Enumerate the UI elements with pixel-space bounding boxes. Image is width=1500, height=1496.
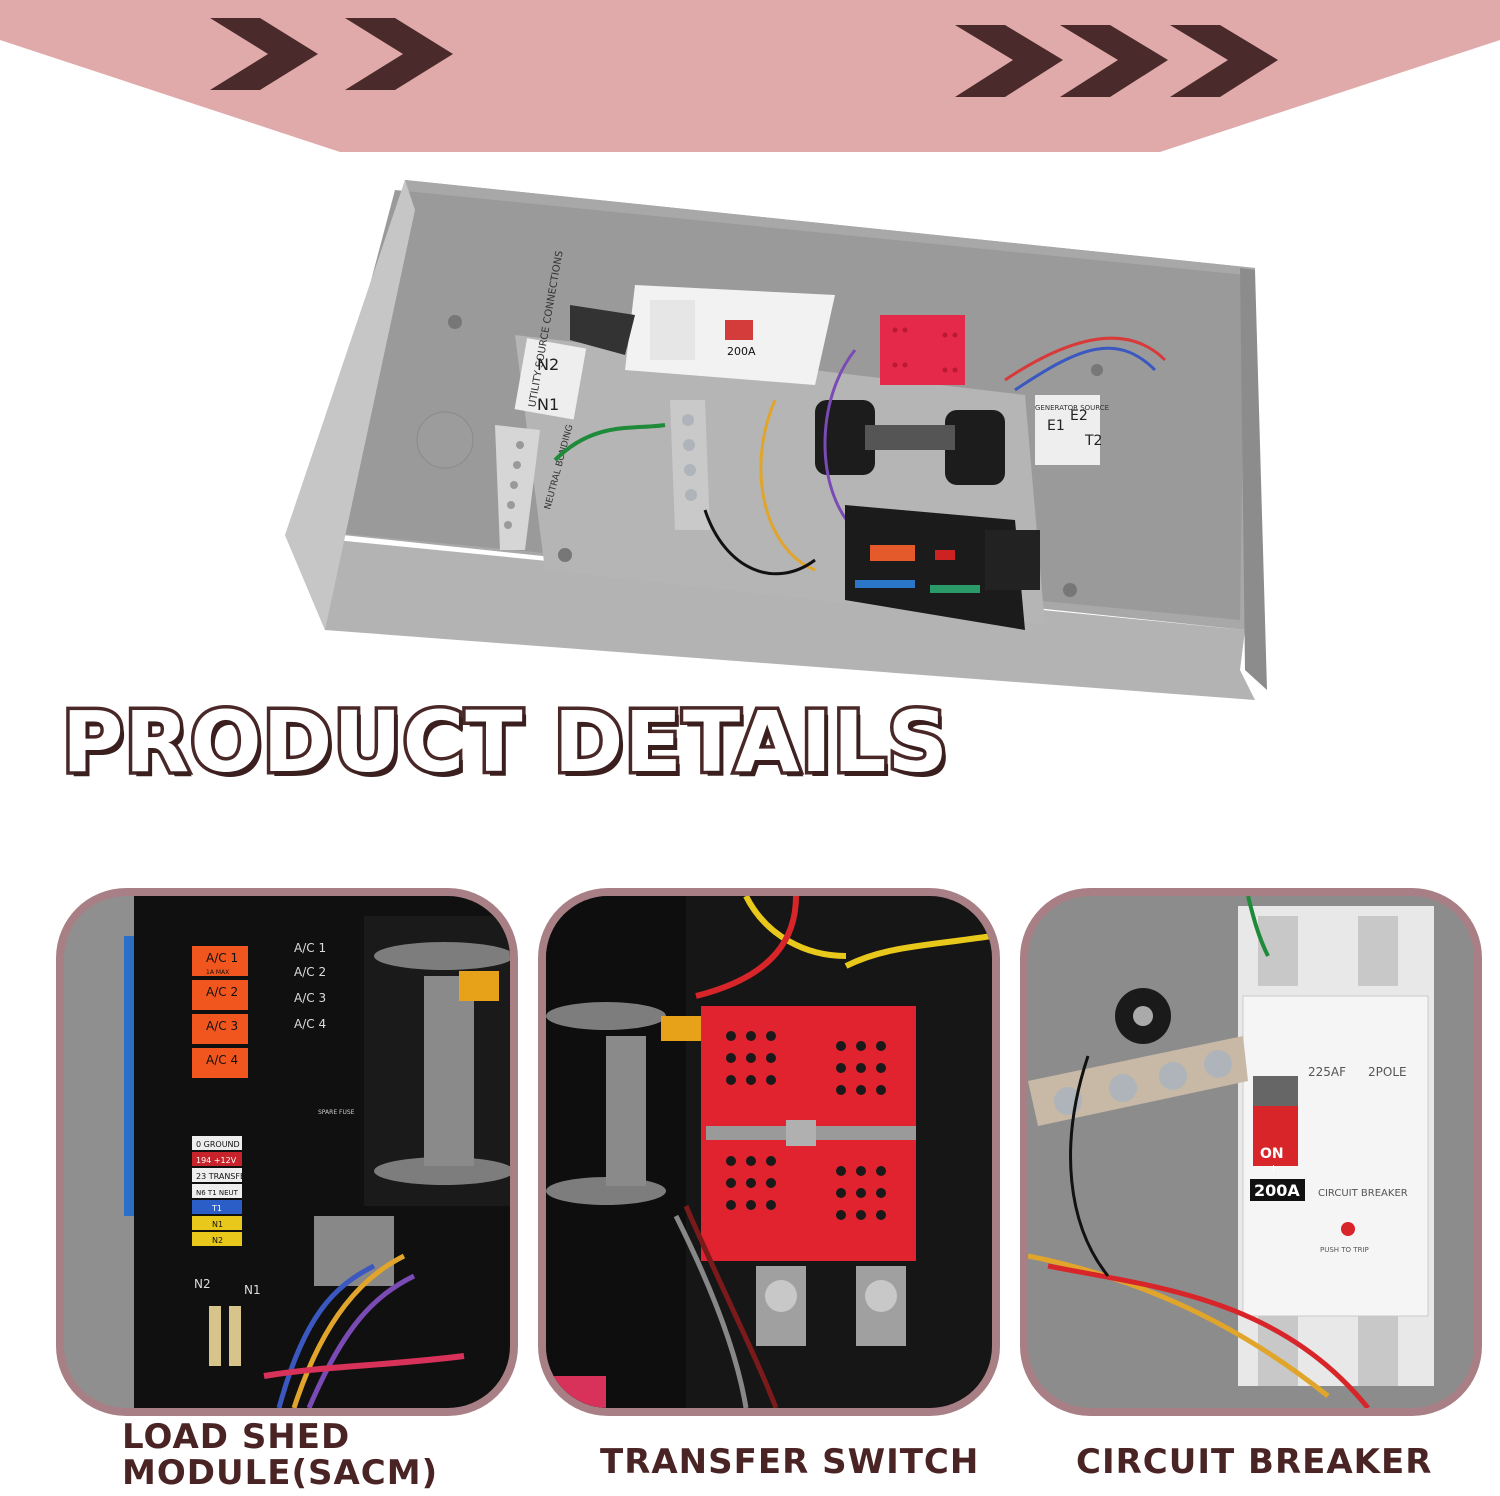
row-label: T1 bbox=[211, 1204, 222, 1213]
breaker-name-label: CIRCUIT BREAKER bbox=[1318, 1188, 1408, 1199]
breaker-amps: 200A bbox=[727, 345, 756, 358]
circuit-breaker-photo: 225AF 2POLE ON I 200A CIRCUIT BREAKER PU… bbox=[1028, 896, 1474, 1408]
max-label: 1A MAX bbox=[206, 969, 229, 976]
transfer-switch-photo bbox=[546, 896, 992, 1408]
ac-right-label: A/C 3 bbox=[294, 991, 326, 1005]
gen-label: GENERATOR SOURCE bbox=[1035, 404, 1109, 412]
spare-fuse-label: SPARE FUSE bbox=[318, 1109, 355, 1116]
chevron-icon bbox=[1170, 25, 1278, 97]
row-label: N1 bbox=[212, 1220, 223, 1229]
section-heading: PRODUCT DETAILS bbox=[59, 693, 952, 791]
ac-label: A/C 2 bbox=[206, 985, 238, 999]
push-trip-label: PUSH TO TRIP bbox=[1320, 1246, 1369, 1254]
ac-right-label: A/C 2 bbox=[294, 965, 326, 979]
chevron-icon bbox=[955, 25, 1063, 97]
on-sub-label: I bbox=[1272, 1164, 1275, 1175]
n-term-label: N1 bbox=[537, 395, 559, 414]
chevron-icon bbox=[1060, 25, 1168, 97]
detail-circuit-breaker: 225AF 2POLE ON I 200A CIRCUIT BREAKER PU… bbox=[1020, 888, 1482, 1416]
caption-transfer-switch: TRANSFER SWITCH bbox=[600, 1442, 980, 1482]
row-label: N2 bbox=[212, 1236, 223, 1245]
detail-transfer-switch bbox=[538, 888, 1000, 1416]
ac-right-label: A/C 1 bbox=[294, 941, 326, 955]
top-banner bbox=[0, 0, 1500, 152]
n-term-label: N2 bbox=[537, 355, 559, 374]
row-label: 0 GROUND bbox=[196, 1140, 240, 1149]
bottom-label: N2 bbox=[194, 1277, 211, 1291]
ac-label: A/C 1 bbox=[206, 951, 238, 965]
t-term-label: T2 bbox=[1084, 433, 1102, 449]
bottom-label: N1 bbox=[244, 1283, 261, 1297]
row-label: 23 TRANSFER bbox=[196, 1172, 251, 1181]
load-shed-photo: A/C 1 A/C 2 A/C 3 A/C 4 1A MAX A/C 1 A/C… bbox=[64, 896, 510, 1408]
ac-label: A/C 4 bbox=[206, 1053, 238, 1067]
caption-circuit-breaker: CIRCUIT BREAKER bbox=[1076, 1442, 1433, 1482]
row-label: 194 +12V bbox=[196, 1156, 237, 1165]
product-photo: UTILITY SOURCE CONNECTIONS N2 N1 NEUTRAL… bbox=[285, 180, 1267, 700]
caption-load-shed-module: LOAD SHED MODULE(SACM) bbox=[122, 1417, 439, 1493]
row-label: N6 T1 NEUT bbox=[196, 1189, 239, 1197]
ac-right-label: A/C 4 bbox=[294, 1017, 326, 1031]
chevron-icon bbox=[345, 18, 453, 90]
amps-label: 200A bbox=[1254, 1181, 1300, 1200]
detail-load-shed-module: A/C 1 A/C 2 A/C 3 A/C 4 1A MAX A/C 1 A/C… bbox=[56, 888, 518, 1416]
e-term-label: E1 bbox=[1047, 418, 1065, 434]
ac-label: A/C 3 bbox=[206, 1019, 238, 1033]
on-label: ON bbox=[1260, 1146, 1284, 1162]
breaker-poles: 2POLE bbox=[1368, 1065, 1407, 1079]
e-term-label: E2 bbox=[1070, 408, 1088, 424]
chevron-icon bbox=[210, 18, 318, 90]
breaker-rating: 225AF bbox=[1308, 1065, 1346, 1079]
